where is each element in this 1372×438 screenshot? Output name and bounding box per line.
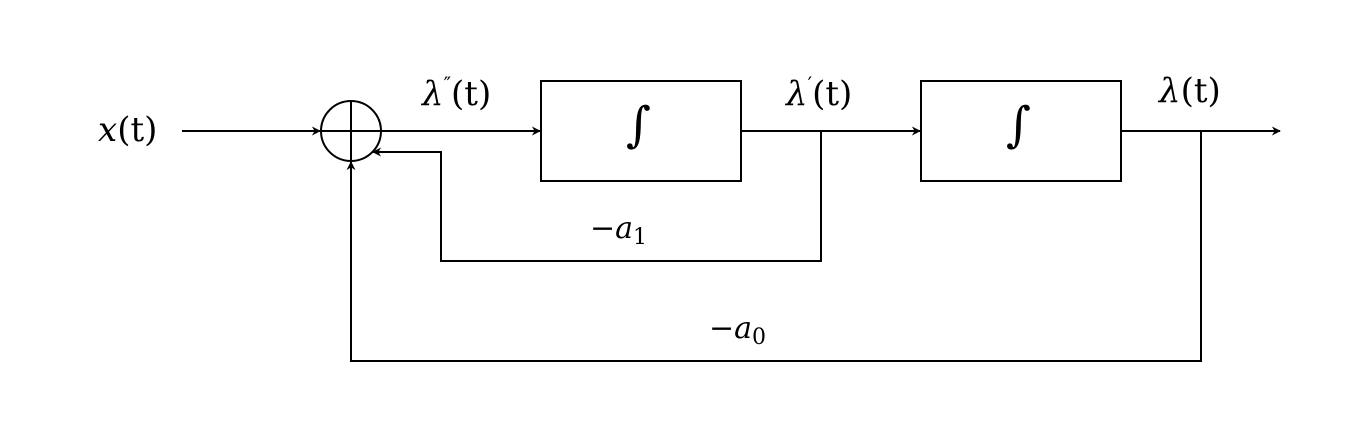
mid-arg: (t) [812, 74, 853, 114]
coefficient-subscript: 1 [633, 225, 648, 250]
integral-icon: ∫ [626, 97, 652, 153]
lambda-symbol: λ [786, 74, 808, 114]
minus-sign: − [590, 211, 616, 246]
output-label: λ(t) [1159, 74, 1221, 108]
minus-sign: − [709, 311, 735, 346]
feedback-a1-label: −a1 [590, 214, 647, 249]
lambda-symbol: λ [422, 74, 444, 114]
summing-junction [320, 100, 382, 162]
lambda-symbol: λ [1159, 71, 1181, 111]
output-arg: (t) [1180, 71, 1221, 111]
single-prime: ′ [807, 72, 813, 96]
second-derivative-label: λ″(t) [422, 74, 491, 111]
double-prime: ″ [443, 72, 452, 96]
sum-out-arg: (t) [451, 74, 492, 114]
input-var: x [98, 110, 118, 150]
coefficient-var: a [615, 211, 634, 246]
feedback-a0-label: −a0 [709, 314, 766, 349]
input-arg: (t) [117, 110, 158, 150]
input-label: x(t) [98, 113, 157, 147]
first-derivative-label: λ′(t) [786, 74, 852, 111]
feedback-path-a0 [346, 131, 1202, 362]
feedback-path-a1 [372, 131, 822, 262]
integral-icon: ∫ [1006, 97, 1032, 153]
coefficient-subscript: 0 [752, 325, 767, 350]
coefficient-var: a [734, 311, 753, 346]
